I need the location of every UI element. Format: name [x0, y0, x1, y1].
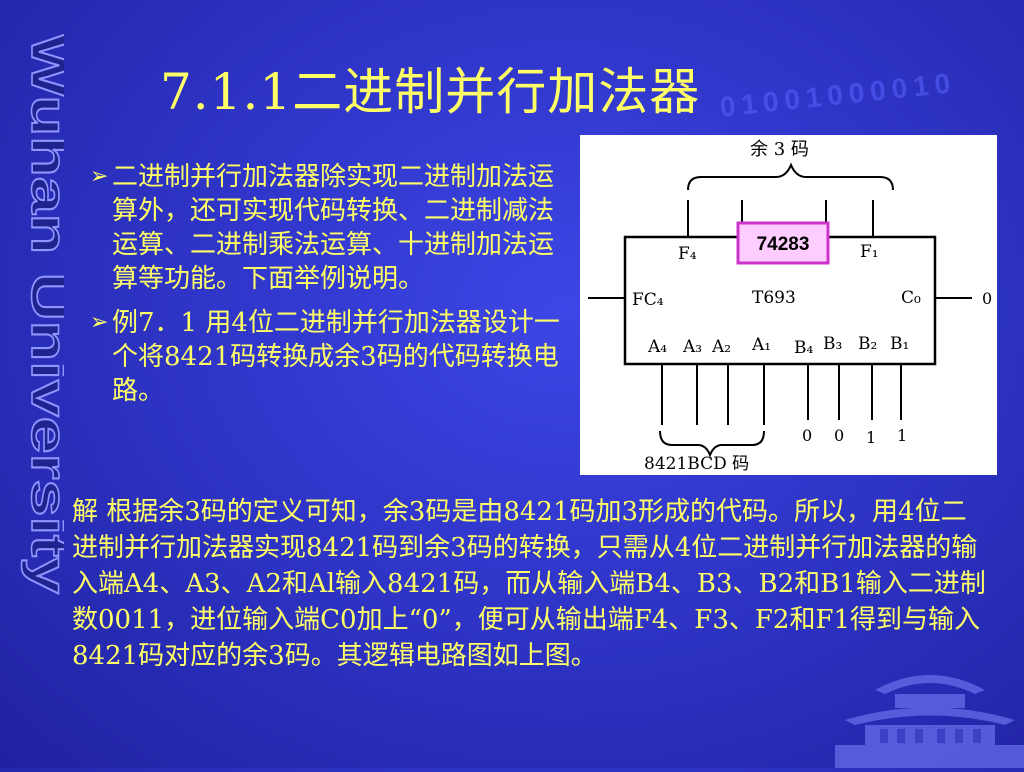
pin-label-f4: F₄: [678, 244, 697, 264]
watermark-digits: 01001000010: [718, 67, 957, 123]
pin-label-fc4: FC₄: [632, 290, 664, 310]
carry-in-value: 0: [982, 289, 992, 308]
pin-label-b3: B₃: [823, 334, 842, 354]
pin-label-a3: A₃: [682, 337, 702, 357]
bullet-text: 例7．1 用4位二进制并行加法器设计一个将8421码转换成余3码的代码转换电路。: [112, 308, 560, 406]
bullet-list: ➢ 二进制并行加法器除实现二进制加法运算外，还可实现代码转换、二进制减法运算、二…: [90, 160, 560, 418]
chip-name-label: T693: [752, 288, 796, 308]
b3-input-value: 0: [834, 426, 844, 445]
pin-label-a2: A₂: [711, 337, 731, 357]
solution-paragraph: 解 根据余3码的定义可知，余3码是由8421码加3形成的代码。所以，用4位二进制…: [72, 497, 986, 671]
bullet-item: ➢ 例7．1 用4位二进制并行加法器设计一个将8421码转换成余3码的代码转换电…: [90, 306, 560, 408]
output-brace: [687, 162, 894, 191]
b4-input-value: 0: [802, 426, 812, 445]
side-logo-text: Wuhan University: [21, 34, 64, 594]
pin-label-b2: B₂: [858, 334, 877, 354]
bullet-text: 二进制并行加法器除实现二进制加法运算外，还可实现代码转换、二进制减法运算、二进制…: [112, 162, 555, 294]
pin-label-a4: A₄: [647, 337, 667, 357]
pin-label-c0: C₀: [901, 288, 921, 308]
pin-label-b1: B₁: [890, 334, 909, 354]
pin-label-f1: F₁: [860, 242, 879, 262]
temple-logo-icon: [835, 650, 1024, 768]
pin-label-a1: A₁: [751, 335, 771, 355]
arrow-bullet-icon: ➢: [90, 310, 109, 335]
chip-tag-label: 74283: [757, 234, 810, 255]
arrow-bullet-icon: ➢: [90, 164, 109, 189]
output-code-label: 余 3 码: [750, 139, 809, 160]
input-brace: [659, 430, 765, 458]
pin-label-b4: B₄: [794, 338, 813, 358]
bullet-item: ➢ 二进制并行加法器除实现二进制加法运算外，还可实现代码转换、二进制减法运算、二…: [90, 160, 560, 296]
circuit-diagram: 余 3 码 74283 F₄ F₁ FC₄ T693 C₀ 0 A₄ A₃ A₂…: [580, 135, 997, 475]
input-code-label: 8421BCD 码: [644, 454, 749, 474]
university-side-logo: Wuhan University: [0, 20, 78, 600]
page-title: 7.1.1二进制并行加法器: [160, 63, 701, 121]
b2-input-value: 1: [866, 428, 876, 447]
b1-input-value: 1: [897, 426, 907, 445]
chip-tag-box: [736, 221, 830, 265]
